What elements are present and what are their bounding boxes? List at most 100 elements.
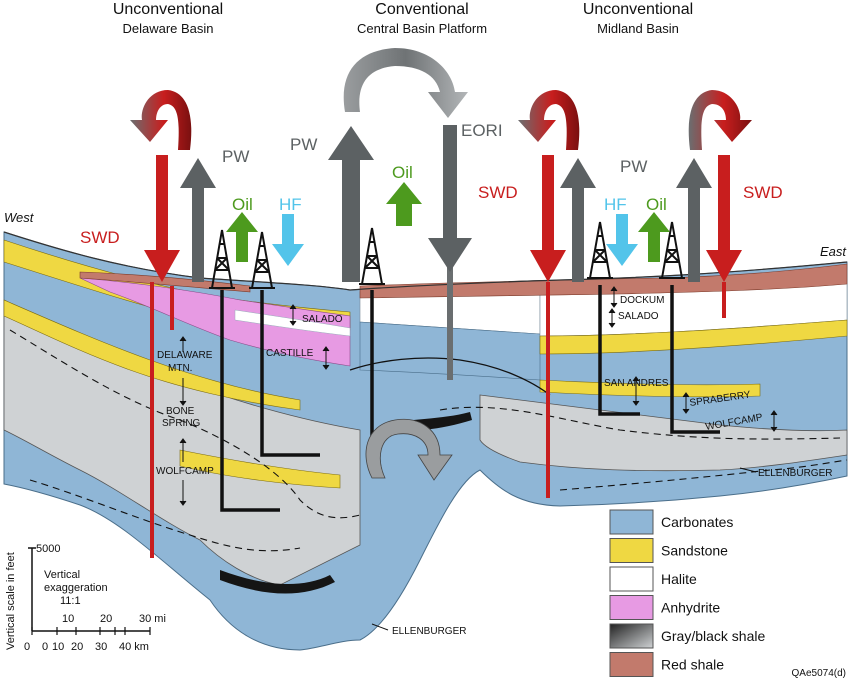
ground-surface — [3, 231, 848, 291]
scale-bar: Vertical scale in feet 5000 Vertical exa… — [5, 543, 166, 653]
legend-label: Anhydrite — [661, 600, 720, 616]
derrick-icon — [209, 229, 235, 289]
subtitle-center: Central Basin Platform — [357, 21, 487, 36]
pw-up-arrow — [676, 158, 712, 282]
eori-down-arrow — [428, 125, 472, 272]
legend-swatch — [609, 595, 654, 620]
legend-swatch — [609, 566, 654, 592]
horizontal-well-1 — [220, 290, 280, 512]
legend-label: Red shale — [661, 657, 724, 673]
title-left: Unconventional — [113, 1, 223, 18]
sandstone-band-left-2 — [3, 299, 301, 411]
oil-up-arrow — [638, 212, 670, 262]
swd-label: SWD — [80, 228, 120, 247]
formation-label-ellenburger: ELLENBURGER — [758, 468, 832, 479]
formation-labels: SALADO CASTILLE DELAWARE MTN. BONE SPRIN… — [156, 286, 832, 637]
formation-label-dockum: DOCKUM — [620, 295, 664, 306]
title-center: Conventional — [375, 1, 468, 18]
thickness-markers — [179, 286, 778, 631]
pw-up-arrow — [328, 126, 374, 282]
scale-mi-20: 20 — [100, 613, 112, 625]
scale-km-40: 40 km — [119, 641, 149, 653]
hf-down-arrow — [606, 214, 638, 266]
east-label: East — [820, 244, 847, 259]
midland-sandstone-2 — [539, 379, 761, 398]
pw-label: PW — [620, 157, 647, 176]
oil-up-arrow — [386, 182, 422, 226]
figure-id: QAe5074(d) — [792, 668, 846, 679]
legend-swatch — [609, 652, 654, 677]
recycle-arrow-right — [688, 90, 752, 150]
scale-note-3: 11:1 — [60, 595, 81, 607]
sandstone-band-left-3 — [179, 449, 341, 489]
derrick-icon — [659, 221, 685, 279]
formation-label-salado-right: SALADO — [618, 311, 659, 322]
scale-km-10: 10 — [52, 641, 64, 653]
derrick-icon — [249, 231, 275, 289]
recycle-arrow-left — [130, 90, 192, 150]
dashed-horizon-3 — [439, 406, 841, 440]
title-right: Unconventional — [583, 1, 693, 18]
formation-label-bone: BONE — [166, 406, 195, 417]
oil-label: Oil — [646, 195, 667, 214]
midland-shale-fill — [479, 394, 848, 472]
scale-km-20: 20 — [71, 641, 83, 653]
swd-down-arrow — [530, 155, 566, 282]
scale-note-2: exaggeration — [44, 582, 108, 594]
scale-mi-30: 30 mi — [139, 613, 166, 625]
swd-label: SWD — [743, 183, 783, 202]
west-label: West — [4, 210, 35, 225]
formation-label-bone-2: SPRING — [162, 418, 201, 429]
vertical-scale-label: Vertical scale in feet — [5, 552, 17, 650]
legend-swatch — [609, 509, 654, 535]
derrick-icon — [587, 221, 613, 279]
oil-label: Oil — [232, 195, 253, 214]
hf-label: HF — [279, 195, 302, 214]
hf-down-arrow — [272, 214, 304, 266]
horizontal-well-2 — [260, 290, 320, 457]
formation-label-delaware: DELAWARE — [157, 350, 213, 361]
subsurface-recycle-arrow — [365, 418, 453, 481]
solid-horizon — [349, 357, 551, 396]
pw-label: PW — [290, 135, 317, 154]
scale-km-30: 30 — [95, 641, 107, 653]
flow-arrows — [130, 48, 752, 481]
formation-label-delaware-2: MTN. — [168, 363, 192, 374]
disposal-wells — [150, 282, 726, 558]
derricks — [209, 221, 685, 289]
legend: CarbonatesSandstoneHaliteAnhydriteGray/b… — [609, 509, 765, 677]
dashed-horizon-4 — [559, 459, 848, 491]
legend-label: Gray/black shale — [661, 628, 765, 644]
formation-label-wolfcamp: WOLFCAMP — [156, 466, 214, 477]
flow-labels: SWD PW Oil HF PW Oil EORI SWD PW HF Oil … — [80, 121, 783, 247]
red-shale-top-left — [79, 271, 251, 293]
anhydrite-unit — [79, 277, 351, 367]
legend-swatch — [609, 623, 654, 649]
scale-5000: 5000 — [36, 543, 60, 555]
scale-ticks — [31, 627, 151, 635]
region-titles: Unconventional Delaware Basin Convention… — [4, 1, 847, 259]
scale-note-1: Vertical — [44, 569, 80, 581]
hf-label: HF — [604, 195, 627, 214]
black-shale-band — [220, 570, 335, 594]
dashed-horizon-1 — [9, 329, 361, 519]
pw-label: PW — [222, 147, 249, 166]
scale-mi-10: 10 — [62, 613, 74, 625]
swd-down-arrow — [706, 155, 742, 282]
subtitle-left: Delaware Basin — [122, 21, 213, 36]
eori-label: EORI — [461, 121, 503, 140]
pw-up-arrow — [180, 158, 216, 282]
legend-label: Halite — [661, 571, 697, 587]
subtitle-right: Midland Basin — [597, 21, 679, 36]
swd-label: SWD — [478, 183, 518, 202]
horizontal-well-3 — [598, 285, 640, 416]
scale-ft-0: 0 — [24, 641, 30, 653]
pw-up-arrow — [560, 158, 596, 282]
swd-down-arrow — [144, 155, 180, 282]
legend-label: Sandstone — [661, 543, 728, 559]
oil-up-arrow — [226, 212, 258, 262]
formation-label-salado: SALADO — [302, 314, 343, 325]
midland-sandstone — [539, 319, 848, 355]
oil-label: Oil — [392, 163, 413, 182]
